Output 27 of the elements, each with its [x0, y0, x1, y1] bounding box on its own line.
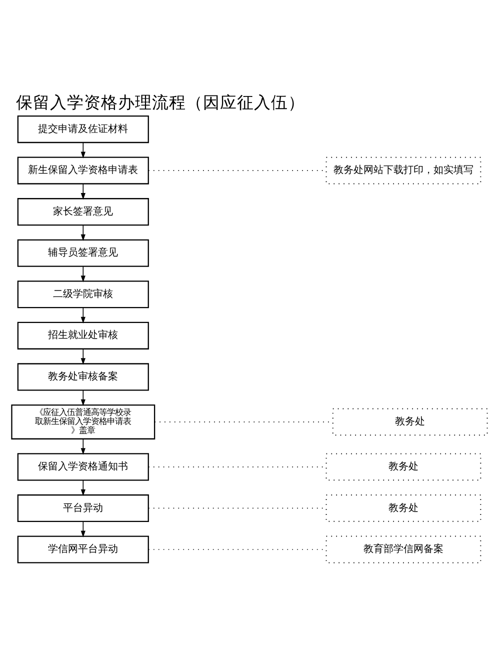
arrow	[80, 306, 86, 323]
node-box: 教务处网站下载打印，如实填写	[326, 156, 482, 184]
arrow	[80, 224, 86, 240]
diagram-title: 保留入学资格办理流程（因应征入伍）	[16, 92, 306, 112]
arrow	[80, 438, 86, 454]
arrow	[80, 183, 86, 200]
arrow	[80, 142, 86, 158]
node-box: 保留入学资格通知书	[17, 452, 149, 480]
arrow	[80, 479, 86, 496]
node-box: 二级学院审核	[17, 280, 149, 308]
arrow	[80, 389, 86, 406]
node-box: 教育部学信网备案	[326, 535, 482, 563]
node-box: 平台异动	[17, 494, 149, 522]
node-box: 提交申请及佐证材料	[17, 115, 149, 143]
node-box: 招生就业处审核	[17, 321, 149, 349]
arrow	[80, 266, 86, 282]
node-box: 教务处	[326, 494, 482, 522]
node-box: 辅导员签署意见	[17, 238, 149, 266]
node-box: 教务处	[326, 452, 482, 480]
node-box: 家长签署意见	[17, 198, 149, 226]
node-box: 教务处审核备案	[17, 362, 149, 390]
node-box: 《应征入伍普通高等学校录取新生保留入学资格申请表》盖章	[11, 404, 156, 439]
arrow	[80, 520, 86, 537]
node-box: 教务处	[332, 408, 488, 436]
node-box: 学信网平台异动	[17, 535, 149, 563]
arrow	[80, 348, 86, 364]
node-box: 新生保留入学资格申请表	[17, 156, 149, 184]
